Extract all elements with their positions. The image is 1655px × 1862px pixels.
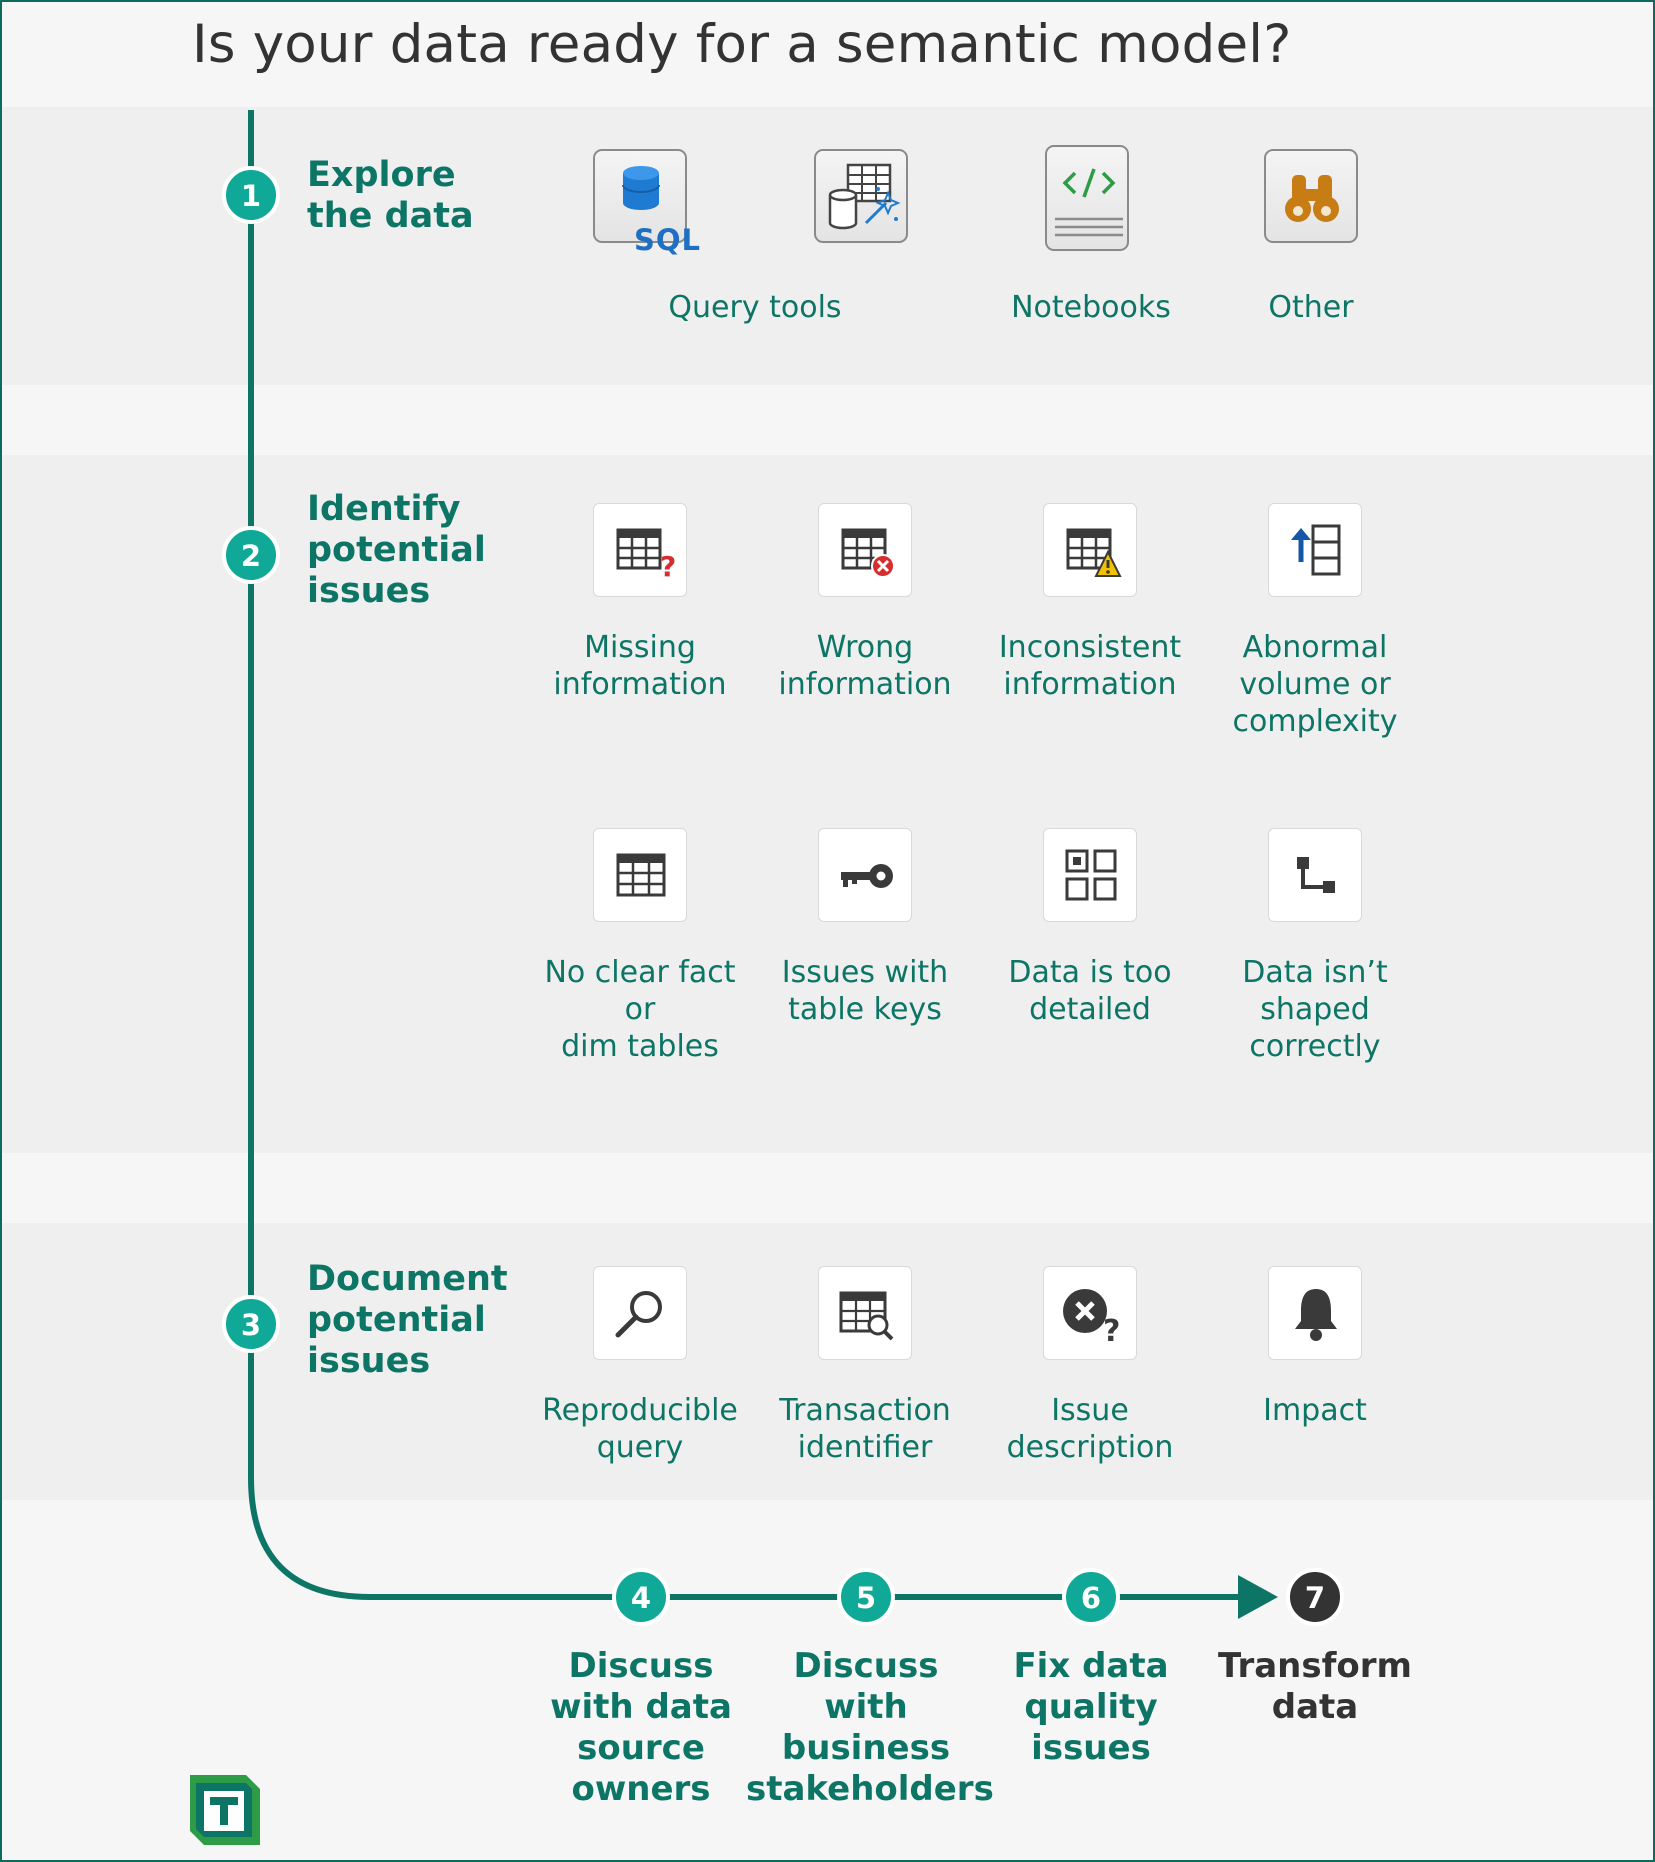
table-warning-icon (1043, 503, 1137, 597)
table-question-icon: ? (593, 503, 687, 597)
table-magic-wand-icon (814, 149, 908, 243)
caption-wrong-information: Wrong information (778, 630, 952, 702)
step-label-discuss-stakeholders: Discuss with business stakeholders (746, 1646, 994, 1809)
stage-circle-2: 2 (222, 526, 280, 584)
table-error-icon (818, 503, 912, 597)
caption-impact: Impact (1263, 1393, 1367, 1428)
binoculars-icon (1264, 149, 1358, 243)
stage-circle-1: 1 (222, 166, 280, 224)
page-title: Is your data ready for a semantic model? (192, 14, 1292, 75)
caption-abnormal-volume: Abnormal volume or complexity (1232, 630, 1398, 739)
caption-no-clear-fact: No clear fact or dim tables (544, 955, 736, 1064)
step-circle-7: 7 (1286, 1568, 1344, 1626)
svg-text:2: 2 (241, 539, 261, 573)
brand-t-logo (190, 1775, 260, 1845)
hierarchy-shape-icon (1268, 828, 1362, 922)
bell-icon (1268, 1266, 1362, 1360)
stage-circle-3: 3 (222, 1295, 280, 1353)
caption-inconsistent-information: Inconsistent information (998, 630, 1182, 702)
key-icon (818, 828, 912, 922)
step-circle-5: 5 (837, 1568, 895, 1626)
caption-missing-information: Missing information (553, 630, 727, 702)
stage-label-explore: Explore the data (307, 155, 474, 236)
svg-text:7: 7 (1305, 1581, 1325, 1615)
step-label-discuss-source-owners: Discuss with data source owners (550, 1646, 732, 1809)
grid-table-icon (593, 828, 687, 922)
svg-text:4: 4 (631, 1581, 651, 1615)
caption-reproducible-query: Reproducible query (542, 1393, 738, 1465)
svg-text:?: ? (1103, 1314, 1120, 1349)
svg-text:3: 3 (241, 1308, 261, 1342)
caption-transaction-identifier: Transaction identifier (779, 1393, 951, 1465)
caption-other: Other (1268, 290, 1354, 325)
svg-text:1: 1 (241, 179, 261, 213)
magnifier-icon (593, 1266, 687, 1360)
caption-too-detailed: Data is too detailed (1008, 955, 1172, 1027)
step-label-transform: Transform data (1218, 1646, 1412, 1727)
svg-text:6: 6 (1081, 1581, 1101, 1615)
step-label-fix-quality: Fix data quality issues (1013, 1646, 1169, 1768)
caption-issue-description: Issue description (1006, 1393, 1174, 1465)
sql-badge: SQL (634, 223, 702, 257)
grid-tiles-icon (1043, 828, 1137, 922)
sql-database-icon (593, 149, 687, 243)
table-search-icon (818, 1266, 912, 1360)
stage-label-identify: Identify potential issues (307, 489, 486, 611)
svg-text:5: 5 (856, 1581, 876, 1615)
timeline-arrowhead (1238, 1575, 1278, 1619)
upload-list-icon (1268, 503, 1362, 597)
code-notebook-icon (1045, 145, 1129, 251)
error-question-icon: ? (1043, 1266, 1137, 1360)
caption-notebooks: Notebooks (1011, 290, 1171, 325)
step-circle-4: 4 (612, 1568, 670, 1626)
caption-not-shaped: Data isn’t shaped correctly (1242, 955, 1388, 1064)
svg-text:?: ? (660, 550, 676, 583)
step-circle-6: 6 (1062, 1568, 1120, 1626)
timeline-line (248, 110, 1242, 1600)
caption-table-keys: Issues with table keys (781, 955, 949, 1027)
stage-label-document: Document potential issues (307, 1259, 508, 1381)
caption-query-tools: Query tools (668, 290, 842, 325)
